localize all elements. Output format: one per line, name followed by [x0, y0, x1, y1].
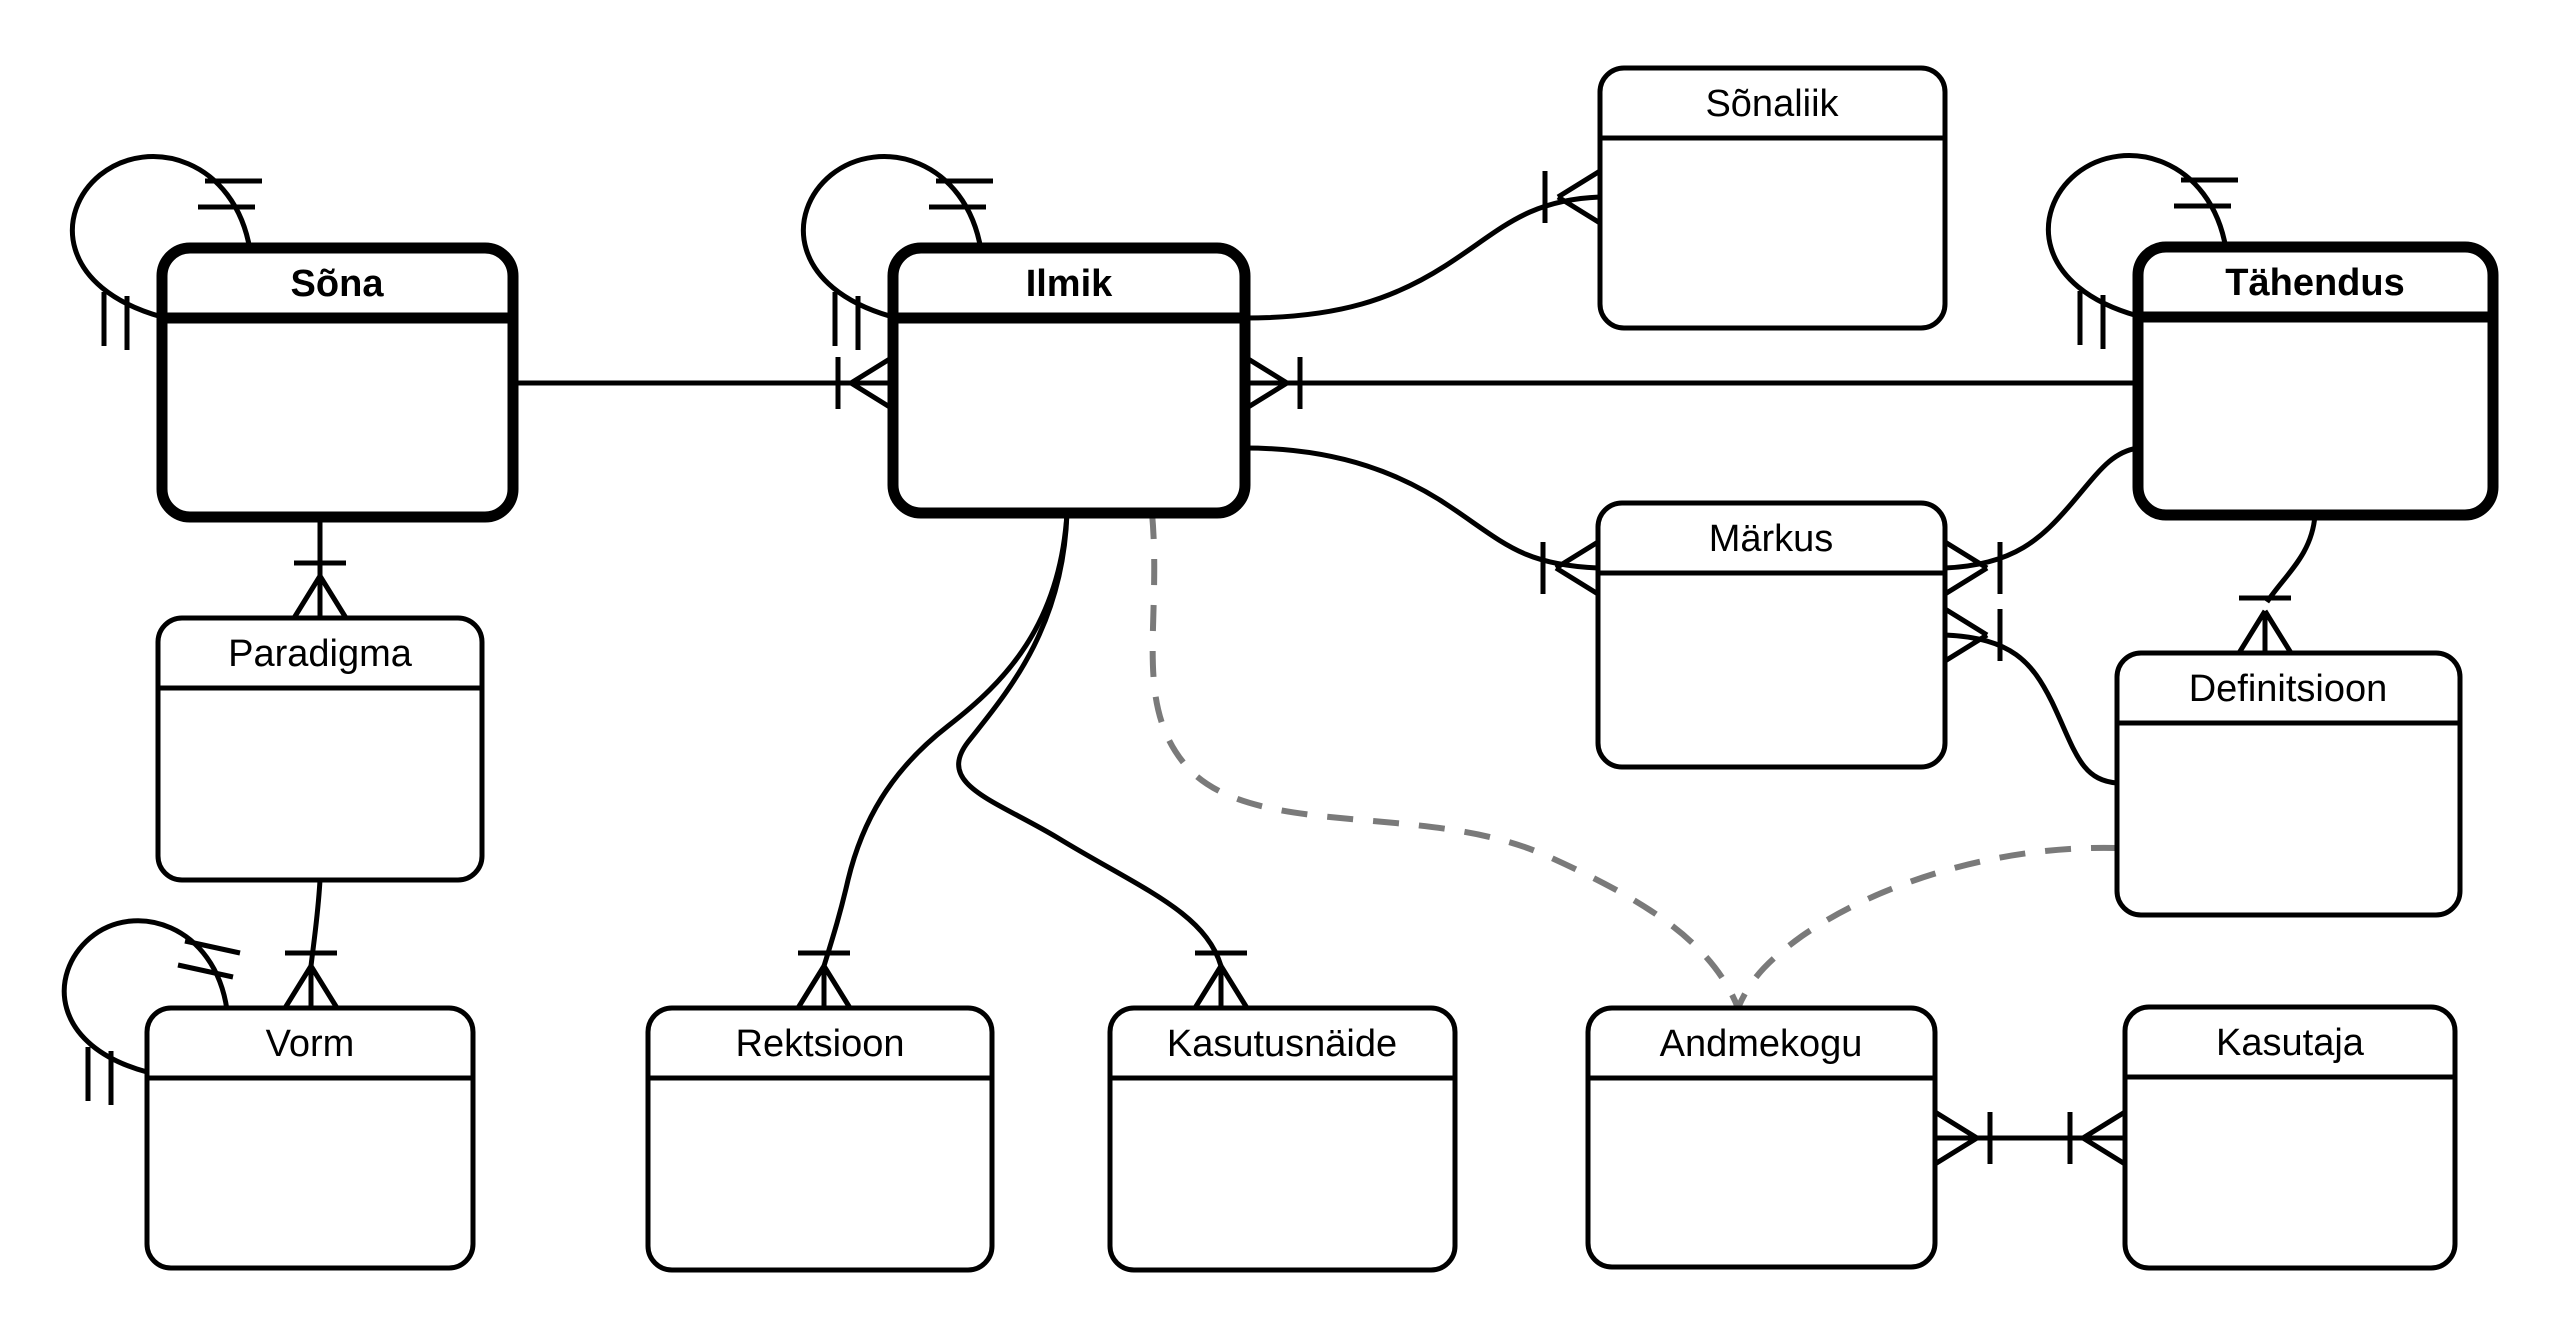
rel-ilmik-self	[800, 154, 993, 350]
rel-markus-definitsioon	[1943, 606, 2118, 786]
entity-sonaliik: Sõnaliik	[1597, 65, 1948, 331]
rel-ilmik-kasutusnaide	[956, 512, 1250, 1010]
entity-sona-title: Sõna	[291, 263, 385, 305]
entity-andmekogu-title: Andmekogu	[1660, 1023, 1863, 1065]
entity-tahendus: Tähendus	[2132, 241, 2499, 521]
entity-markus-title: Märkus	[1709, 518, 1834, 560]
rel-ilmik-sonaliik	[1244, 168, 1602, 321]
entity-kasutusnaide: Kasutusnäide	[1107, 1005, 1458, 1273]
rel-ilmik-tahendus	[1243, 354, 2138, 412]
entity-paradigma-title: Paradigma	[228, 633, 413, 675]
rel-tahendus-definitsioon	[2236, 514, 2318, 655]
entity-kasutusnaide-title: Kasutusnäide	[1167, 1023, 1397, 1065]
rel-paradigma-vorm	[282, 879, 340, 1010]
rel-definitsioon-andmekogu-dashed	[1735, 844, 2118, 1010]
rel-andmekogu-kasutaja	[1933, 1109, 2127, 1167]
entity-markus: Märkus	[1595, 500, 1948, 770]
entity-vorm: Vorm	[144, 1005, 476, 1271]
rel-sona-ilmik	[513, 354, 895, 412]
entity-definitsioon: Definitsioon	[2114, 650, 2463, 918]
entity-definitsioon-title: Definitsioon	[2189, 668, 2388, 710]
rel-ilmik-andmekogu-dashed	[1149, 512, 1741, 1010]
entity-kasutaja: Kasutaja	[2122, 1004, 2458, 1271]
entity-rektsioon-title: Rektsioon	[736, 1023, 905, 1065]
rel-sona-paradigma	[291, 517, 349, 620]
entity-ilmik-title: Ilmik	[1026, 263, 1113, 305]
entity-sona: Sõna	[156, 242, 519, 523]
entity-rektsioon: Rektsioon	[645, 1005, 995, 1273]
entity-kasutaja-title: Kasutaja	[2216, 1022, 2365, 1064]
entity-vorm-title: Vorm	[266, 1023, 355, 1065]
rel-vorm-self	[61, 918, 241, 1105]
entity-andmekogu: Andmekogu	[1585, 1005, 1938, 1270]
relationship-lines	[61, 153, 2318, 1167]
rel-ilmik-rektsioon	[795, 512, 1070, 1010]
entity-ilmik: Ilmik	[887, 242, 1251, 519]
rel-tahendus-self	[2045, 153, 2238, 349]
entity-paradigma: Paradigma	[155, 615, 485, 883]
entity-tahendus-title: Tähendus	[2225, 262, 2404, 304]
entity-sonaliik-title: Sõnaliik	[1705, 83, 1839, 125]
rel-markus-tahendus	[1943, 445, 2139, 597]
rel-ilmik-markus	[1244, 445, 1600, 597]
rel-sona-self	[69, 154, 262, 350]
